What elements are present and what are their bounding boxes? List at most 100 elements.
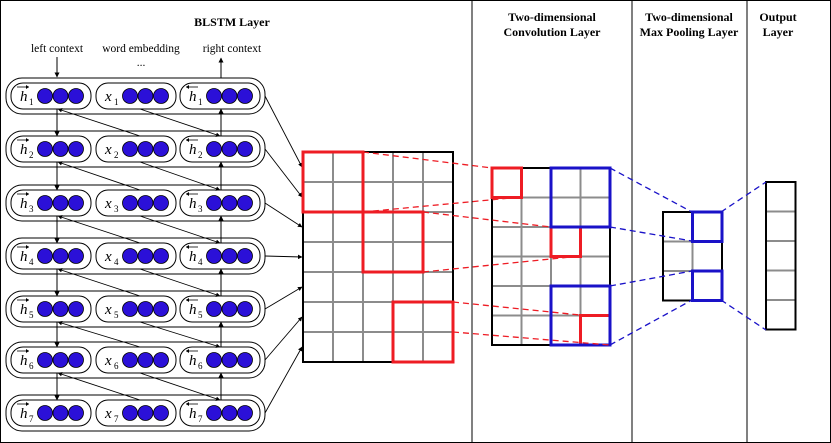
embedding-symbol: x — [104, 196, 112, 212]
embedding-to-forward-arrow — [57, 108, 141, 137]
word-embedding-label: word embedding — [102, 43, 180, 55]
neuron — [68, 248, 84, 264]
neuron — [122, 195, 138, 211]
embedding-symbol: x — [104, 249, 112, 265]
output-projection-line — [720, 181, 767, 213]
right-context-label: right context — [203, 43, 262, 55]
neuron — [237, 405, 253, 421]
neuron — [237, 352, 253, 368]
unit-subscript: 3 — [29, 204, 34, 214]
neuron — [52, 352, 69, 368]
neuron — [37, 248, 53, 264]
neuron — [206, 248, 222, 264]
neuron — [221, 405, 238, 421]
neuron — [153, 248, 169, 264]
unit-subscript: 1 — [198, 97, 203, 107]
hidden-symbol: h — [20, 302, 28, 318]
embedding-to-backward-arrow — [139, 321, 221, 348]
hidden-symbol: h — [189, 142, 197, 158]
pool-output-cell-1 — [691, 210, 724, 243]
neuron — [237, 88, 253, 104]
neuron — [153, 405, 169, 421]
neuron — [206, 352, 222, 368]
conv-output-cell-3 — [579, 314, 612, 347]
neuron — [153, 141, 169, 157]
direction-arrow-icon — [186, 298, 189, 302]
row-to-matrix-arrow-4 — [264, 254, 303, 260]
neuron — [122, 352, 138, 368]
embedding-symbol: x — [104, 142, 112, 158]
direction-arrow-icon — [186, 402, 189, 406]
direction-arrow-icon — [26, 85, 29, 89]
pool-projection-line — [609, 270, 693, 287]
conv-output-cell-2 — [549, 225, 582, 258]
row-to-matrix-arrow-6 — [264, 316, 303, 361]
embedding-to-backward-arrow — [139, 268, 221, 297]
neuron — [137, 405, 154, 421]
pool-projection-line — [609, 226, 693, 242]
unit-subscript: 1 — [114, 97, 119, 107]
neuron — [221, 141, 238, 157]
direction-arrow-icon — [186, 192, 189, 196]
neuron — [137, 352, 154, 368]
blstm-output-matrix — [301, 150, 455, 364]
unit-subscript: 2 — [198, 150, 203, 160]
conv-layer-title-line2: Convolution Layer — [503, 25, 601, 39]
row-to-matrix-arrow-3 — [264, 202, 303, 228]
neuron — [122, 88, 138, 104]
neuron — [37, 352, 53, 368]
unit-subscript: 7 — [198, 414, 203, 424]
neuron — [122, 141, 138, 157]
unit-subscript: 4 — [29, 257, 34, 267]
output-layer-title-line1: Output — [759, 10, 796, 24]
embedding-to-backward-arrow — [139, 215, 221, 244]
pooling-feature-map — [662, 210, 724, 302]
direction-arrow-icon — [26, 245, 29, 249]
embedding-symbol: x — [104, 89, 112, 105]
unit-subscript: 3 — [114, 204, 119, 214]
neuron — [52, 141, 69, 157]
unit-subscript: 4 — [198, 257, 203, 267]
neuron — [52, 301, 69, 317]
neuron — [68, 352, 84, 368]
row-to-matrix-arrow-1 — [264, 95, 303, 168]
neuron — [37, 141, 53, 157]
hidden-symbol: h — [189, 249, 197, 265]
unit-subscript: 6 — [198, 361, 203, 371]
pool-layer-title-line2: Max Pooling Layer — [640, 25, 739, 39]
neuron — [153, 195, 169, 211]
neuron — [122, 405, 138, 421]
neuron — [52, 88, 69, 104]
direction-arrow-icon — [26, 298, 29, 302]
neuron — [37, 405, 53, 421]
unit-subscript: 7 — [29, 414, 34, 424]
hidden-symbol: h — [189, 196, 197, 212]
pool-output-cell-2 — [691, 269, 724, 302]
pool-projection-line — [609, 299, 693, 346]
blstm-layer-title: BLSTM Layer — [194, 15, 270, 29]
unit-subscript: 6 — [29, 361, 34, 371]
kernel-projection-line — [362, 196, 522, 213]
direction-arrow-icon — [26, 402, 29, 406]
feature-matrices — [301, 150, 797, 364]
hidden-symbol: h — [20, 353, 28, 369]
neuron — [206, 405, 222, 421]
embedding-to-backward-arrow — [139, 372, 221, 401]
neuron — [206, 301, 222, 317]
neuron — [221, 248, 238, 264]
